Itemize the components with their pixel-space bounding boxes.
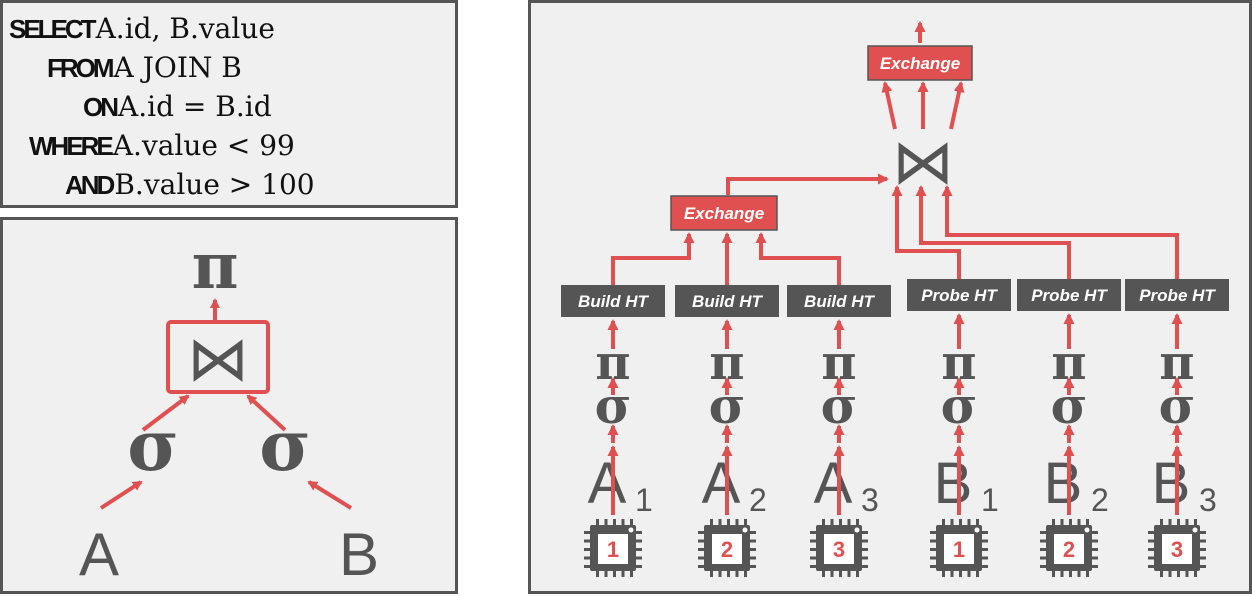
build-ht-box: Build HT [787,285,891,317]
table-b-label: B [339,521,379,588]
sql-text: B.value > 100 [114,168,315,201]
build-exchange-label: Exchange [684,204,764,223]
sql-keyword: ON [83,92,119,122]
probe-ht-label: Probe HT [1139,286,1216,305]
arrow [915,185,1071,279]
sql-text: A.id = B.id [118,90,272,123]
partition-subscript: 3 [861,482,879,518]
core-number: 1 [607,537,619,562]
logical-plan-diagram: π ⋈ σ σ A B [79,229,379,588]
probe-ht-label: Probe HT [1031,286,1108,305]
probe-ht-box: Probe HT [1125,279,1229,311]
sql-keyword: FROM [47,53,115,83]
selection-symbol-left: σ [127,404,179,487]
parallel-join-symbol: ⋈ [892,128,954,197]
sql-line: ONA.id = B.id [9,87,455,126]
partition-label: B [1152,451,1191,516]
partition-label: B [1044,451,1083,516]
sql-text: A.id, B.value [95,12,275,45]
build-ht-label: Build HT [578,292,649,311]
join-symbol: ⋈ [187,325,249,394]
build-ht-label: Build HT [692,292,763,311]
partition-table: B [934,451,973,516]
cpu-core-icon: 2 [1040,519,1098,577]
table-a-label: A [79,521,119,588]
partition-table: B [1044,451,1083,516]
partition-table: A [588,451,627,516]
build-ht-box: Build HT [675,285,779,317]
arrow [755,232,841,285]
sql-text: A.value < 99 [112,129,295,162]
arrow [307,480,353,510]
partition-label: A [702,451,741,516]
partition-table: A [702,451,741,516]
sql-line: WHEREA.value < 99 [9,126,455,165]
probe-ht-box: Probe HT [1017,279,1121,311]
arrow [611,232,695,285]
partition-subscript: 2 [749,482,767,518]
core-number: 3 [833,537,845,562]
sql-line: FROMA JOIN B [9,48,455,87]
sql-text: A JOIN B [113,51,242,84]
top-exchange-box: Exchange [867,45,973,81]
build-exchange-box: Exchange [670,195,778,231]
partition-label: B [934,451,973,516]
projection-symbol: π [192,229,239,304]
arrow [99,480,143,510]
arrow [246,394,287,432]
core-number: 1 [953,537,965,562]
cpu-core-icon: 3 [1148,519,1206,577]
partition-subscript: 3 [1199,482,1217,518]
logical-plan-panel: π ⋈ σ σ A B [0,217,458,594]
core-number: 3 [1171,537,1183,562]
partition-subscript: 1 [635,482,653,518]
arrow [941,185,1179,279]
partition-subscript: 1 [981,482,999,518]
arrow [949,81,965,130]
build-ht-label: Build HT [804,292,875,311]
partition-label: A [814,451,853,516]
probe-ht-box: Probe HT [907,279,1011,311]
arrow [726,173,889,195]
top-exchange-label: Exchange [880,54,960,73]
probe-ht-label: Probe HT [921,286,998,305]
join-highlight-box [166,320,270,394]
core-number: 2 [1063,537,1075,562]
arrow [881,81,897,130]
build-ht-box: Build HT [561,285,665,317]
partition-subscript: 2 [1091,482,1109,518]
partition-table: B [1152,451,1191,516]
sql-keyword: SELECT [9,14,97,44]
sql-line: SELECTA.id, B.value [9,9,455,48]
cpu-core-icon: 1 [584,519,642,577]
sql-query-panel: SELECTA.id, B.value FROMA JOIN B ONA.id … [0,0,458,208]
arrow [891,185,961,279]
partition-label: A [588,451,627,516]
cpu-core-icon: 2 [698,519,756,577]
selection-symbol-right: σ [259,404,311,487]
arrow [141,394,190,432]
partition-table: A [814,451,853,516]
sql-line: ANDB.value > 100 [9,165,455,204]
cpu-core-icon: 3 [810,519,868,577]
sql-keyword: WHERE [29,131,114,161]
sql-keyword: AND [65,170,115,200]
cpu-core-icon: 1 [930,519,988,577]
core-number: 2 [721,537,733,562]
